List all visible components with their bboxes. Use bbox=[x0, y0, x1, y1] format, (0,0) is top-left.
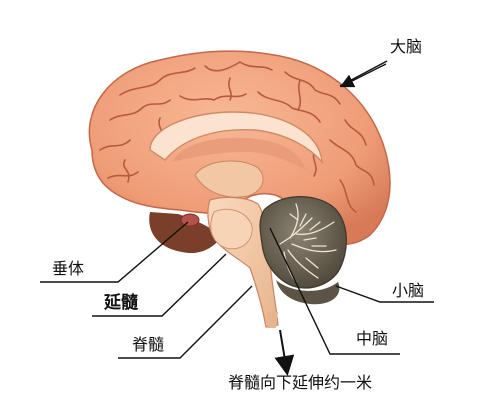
corpus-callosum bbox=[149, 111, 323, 165]
spinal-cord-shape bbox=[266, 312, 278, 328]
leader-pituitary bbox=[40, 221, 189, 283]
pons bbox=[210, 208, 253, 250]
leader-midbrain bbox=[269, 227, 400, 355]
label-cerebellum: 小脑 bbox=[392, 281, 425, 300]
leader-cerebellum bbox=[335, 285, 434, 303]
leader-cerebrum bbox=[339, 60, 388, 87]
leader-spinal bbox=[118, 285, 253, 359]
pituitary-gland bbox=[180, 213, 200, 227]
cerebrum-arrow bbox=[339, 63, 387, 88]
label-spinal-note: 脊髓向下延伸约一米 bbox=[228, 373, 373, 392]
cerebellum-arbor-vitae bbox=[279, 203, 337, 283]
leader-lines bbox=[40, 60, 434, 359]
label-spinal-cord: 脊髓 bbox=[132, 335, 165, 354]
label-medulla: 延髓 bbox=[104, 293, 138, 313]
label-midbrain: 中脑 bbox=[356, 329, 389, 348]
label-pituitary: 垂体 bbox=[52, 259, 85, 278]
thalamus bbox=[194, 160, 264, 198]
label-cerebrum: 大脑 bbox=[390, 37, 423, 56]
cerebellum-lobe-lower bbox=[276, 280, 340, 305]
cerebellum-shape bbox=[259, 196, 347, 289]
leader-medulla bbox=[92, 253, 227, 317]
spinal-arrow bbox=[274, 329, 295, 376]
cortex-folds bbox=[99, 61, 375, 229]
inner-cavity bbox=[172, 137, 306, 170]
brain-underside bbox=[149, 212, 222, 254]
